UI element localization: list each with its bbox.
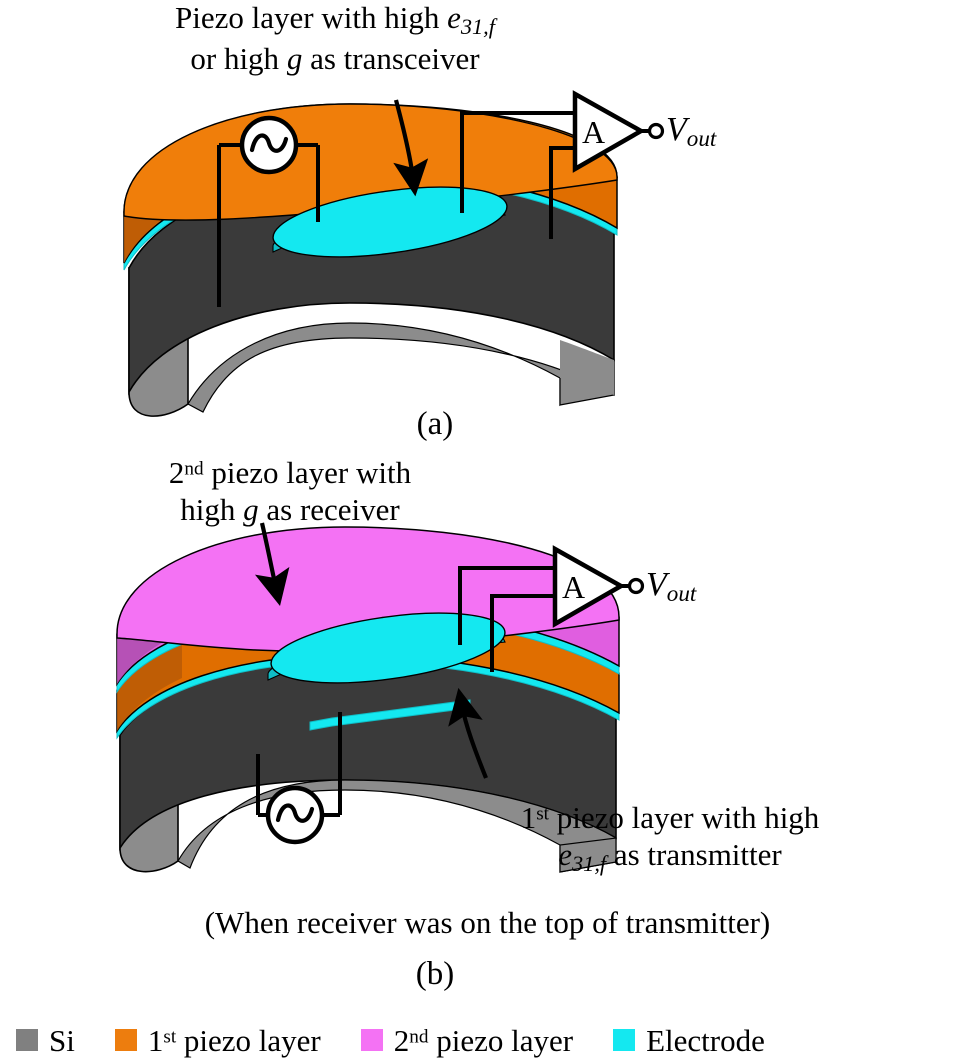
annotation-b1-post: piezo layer with	[203, 455, 412, 490]
legend-piezo2-sup: nd	[409, 1025, 429, 1047]
symbol-e31f: e	[447, 0, 461, 35]
output-label-a: Vout	[666, 110, 716, 153]
amp-wire-top-b	[458, 566, 555, 645]
annotation-arrow-a	[393, 99, 429, 197]
ordinal-1-suffix: st	[536, 803, 549, 825]
annotation-arrow-b-top	[254, 522, 290, 607]
annotation-first-piezo-transmitter: 1st piezo layer with high e31,f as trans…	[430, 800, 910, 877]
piezo1-side-shade-b	[117, 638, 182, 731]
output-label-b-main: V	[646, 566, 667, 603]
si-inner-arch-a	[187, 322, 615, 413]
amp-wire-bottom-a	[549, 146, 575, 239]
annotation-b2-post2: as transmitter	[606, 836, 782, 872]
symbol-e31f-subscript: 31,f	[460, 14, 495, 40]
legend-item-piezo2: 2nd piezo layer	[360, 1025, 573, 1056]
annotation-b1-pre2: high	[180, 491, 244, 527]
electrode-top-a	[272, 186, 508, 258]
symbol-g: g	[286, 40, 303, 76]
ordinal-1: 1	[520, 800, 537, 835]
ac-source-sine-b	[275, 803, 315, 823]
annotation-b1-line-2: high g as receiver	[80, 492, 500, 529]
panel-label-a: (a)	[416, 406, 454, 442]
panel-b-caption: (When receiver was on the top of transmi…	[204, 905, 771, 940]
legend-label-si: Si	[49, 1022, 75, 1058]
annotation-b2-line-1: 1st piezo layer with high	[430, 800, 910, 837]
ac-source-sine-a	[249, 133, 289, 153]
legend-swatch-si	[16, 1029, 38, 1051]
annotation-line-1: Piezo layer with high e31,f	[100, 0, 570, 41]
ordinal-2-suffix: nd	[184, 458, 204, 480]
legend-swatch-electrode	[613, 1029, 636, 1051]
annotation-b2-line-2: e31,f as transmitter	[430, 837, 910, 878]
symbol-e31f-b-subscript: 31,f	[572, 850, 607, 876]
legend-item-piezo1: 1st piezo layer	[114, 1025, 321, 1056]
amplifier-label-a: A	[582, 114, 606, 150]
annotation-second-piezo-receiver: 2nd piezo layer with high g as receiver	[80, 455, 500, 528]
legend-label-electrode: Electrode	[646, 1022, 765, 1058]
annotation-text-pre: Piezo layer with high	[175, 0, 448, 35]
symbol-e31f-b: e	[558, 836, 573, 872]
panel-label-b: (b)	[415, 956, 455, 992]
annotation-b1-line-1: 2nd piezo layer with	[80, 455, 500, 492]
ordinal-2: 2	[168, 455, 185, 490]
legend-item-si: Si	[16, 1025, 75, 1056]
si-right-leg-b	[559, 837, 617, 873]
legend-piezo1-sup: st	[163, 1025, 177, 1047]
annotation-b2-post: piezo layer with high	[549, 800, 820, 835]
output-label-b-sub: out	[666, 580, 697, 607]
annotation-text-post2: as transceiver	[302, 40, 480, 76]
panel-b-structure	[116, 522, 645, 873]
legend-swatch-piezo2	[360, 1029, 383, 1051]
annotation-line-2: or high g as transceiver	[100, 41, 570, 78]
amplifier-triangle-b	[552, 545, 626, 628]
legend-piezo2-num: 2	[393, 1022, 410, 1058]
legend-piezo1-text: piezo layer	[176, 1022, 321, 1058]
output-label-a-main: V	[666, 111, 687, 148]
amp-wire-bottom-b	[490, 594, 555, 672]
amp-output-node-b	[627, 577, 645, 595]
annotation-text-pre2: or high	[190, 40, 287, 76]
annotation-b1-post2: as receiver	[258, 491, 400, 527]
legend-swatch-piezo1	[114, 1029, 137, 1051]
electrode-top-b	[270, 612, 506, 684]
panel-a-structure	[123, 90, 665, 417]
annotation-piezo-transceiver: Piezo layer with high e31,f or high g as…	[100, 0, 570, 77]
legend-item-electrode: Electrode	[613, 1025, 765, 1056]
annotation-arrow-b-bottom	[448, 687, 488, 779]
amp-output-node-a	[647, 122, 665, 140]
si-right-leg-front-a	[560, 340, 614, 395]
amplifier-label-b: A	[562, 569, 586, 605]
amp-wire-top-a	[460, 111, 575, 213]
legend-label-piezo1: 1st piezo layer	[148, 1025, 321, 1056]
amplifier-triangle-a	[572, 90, 646, 173]
legend-piezo1-num: 1	[147, 1022, 164, 1058]
legend: Si 1st piezo layer 2nd piezo layer Elect…	[0, 1016, 975, 1064]
output-label-a-sub: out	[686, 125, 717, 152]
output-label-b: Vout	[646, 565, 696, 608]
symbol-g-b: g	[243, 491, 259, 527]
legend-label-piezo2: 2nd piezo layer	[394, 1025, 573, 1056]
legend-piezo2-text: piezo layer	[428, 1022, 574, 1058]
